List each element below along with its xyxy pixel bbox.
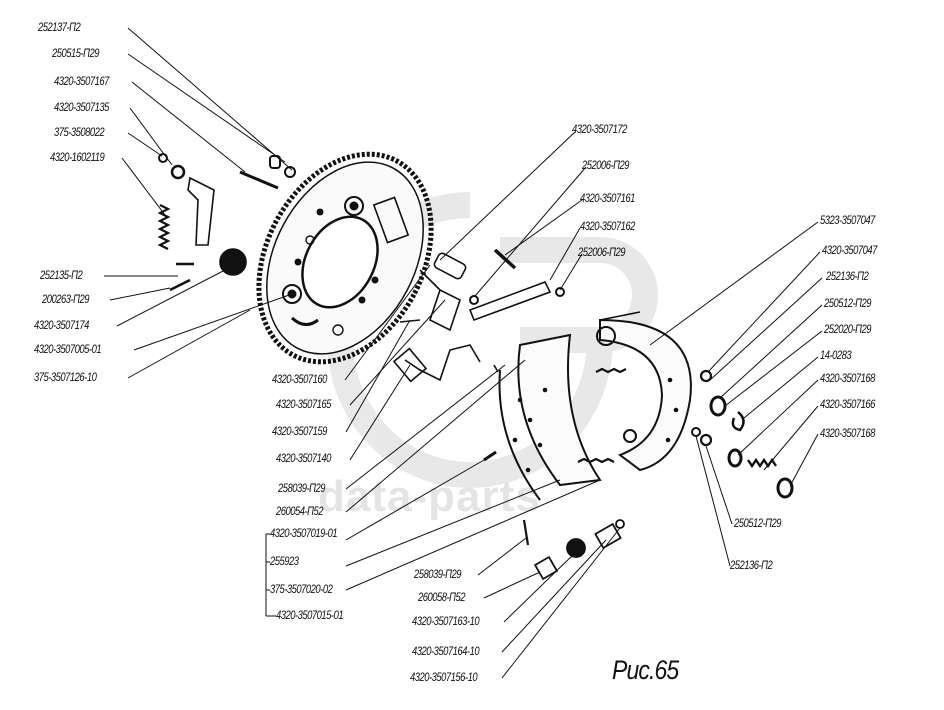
label-14-0283: 14-0283 (820, 350, 852, 362)
label-4320-3507168-b: 4320-3507168 (820, 428, 875, 440)
label-252006-p29-a: 252006-П29 (582, 160, 630, 172)
label-4320-3507160: 4320-3507160 (272, 374, 327, 386)
label-375-3507020-02: 375-3507020-02 (270, 584, 333, 596)
label-4320-3507168-a: 4320-3507168 (820, 373, 875, 385)
label-4320-3507159: 4320-3507159 (272, 426, 327, 438)
label-4320-3507047: 4320-3507047 (822, 245, 877, 257)
label-4320-3507166: 4320-3507166 (820, 399, 875, 411)
label-252020-p29: 252020-П29 (824, 324, 872, 336)
watermark-text: data-parts (318, 472, 541, 521)
label-4320-3507167: 4320-3507167 (54, 76, 109, 88)
label-258039-p29-b: 258039-П29 (414, 569, 462, 581)
label-260054-p52: 260054-П52 (276, 506, 324, 518)
label-4320-3507162: 4320-3507162 (580, 221, 635, 233)
label-260058-p52: 260058-П52 (418, 592, 466, 604)
label-5323-3507047: 5323-3507047 (820, 215, 875, 227)
leader-lines (104, 27, 823, 679)
label-4320-3507156-10: 4320-3507156-10 (410, 672, 478, 684)
adjuster-parts (522, 519, 625, 581)
label-252135-p2: 252135-П2 (40, 270, 83, 282)
label-4320-3507135: 4320-3507135 (54, 102, 109, 114)
figure-caption: Рис.65 (612, 655, 679, 685)
label-4320-3507161: 4320-3507161 (580, 193, 635, 205)
right-hardware (691, 369, 794, 499)
label-4320-3507165: 4320-3507165 (276, 399, 331, 411)
label-250512-p29-a: 250512-П29 (824, 298, 872, 310)
label-4320-3507005-01: 4320-3507005-01 (34, 344, 102, 356)
expander-linkage (392, 248, 565, 462)
label-4320-3507172: 4320-3507172 (572, 124, 627, 136)
label-375-3508022: 375-3508022 (54, 127, 105, 139)
label-250515-p29: 250515-П29 (52, 48, 100, 60)
label-200263-p29: 200263-П29 (42, 294, 90, 306)
label-255923: 255923 (270, 556, 299, 568)
label-4320-3507174: 4320-3507174 (34, 320, 89, 332)
label-4320-3507019-01: 4320-3507019-01 (270, 528, 338, 540)
label-252137-p2: 252137-П2 (38, 22, 81, 34)
label-252136-p2-a: 252136-П2 (826, 271, 869, 283)
label-4320-3507163-10: 4320-3507163-10 (412, 616, 480, 628)
backing-plate (256, 151, 434, 365)
label-258039-p29-a: 258039-П29 (278, 483, 326, 495)
label-4320-3507164-10: 4320-3507164-10 (412, 646, 480, 658)
label-250512-p29-b: 250512-П29 (734, 518, 782, 530)
label-375-3507126-10: 375-3507126-10 (34, 372, 97, 384)
label-4320-3507140: 4320-3507140 (276, 453, 331, 465)
label-252006-p29-b: 252006-П29 (578, 247, 626, 259)
label-4320-1602119: 4320-1602119 (50, 152, 105, 164)
label-4320-3507015-01: 4320-3507015-01 (276, 610, 344, 622)
left-parts (157, 153, 296, 292)
label-252136-p2-b: 252136-П2 (730, 560, 773, 572)
